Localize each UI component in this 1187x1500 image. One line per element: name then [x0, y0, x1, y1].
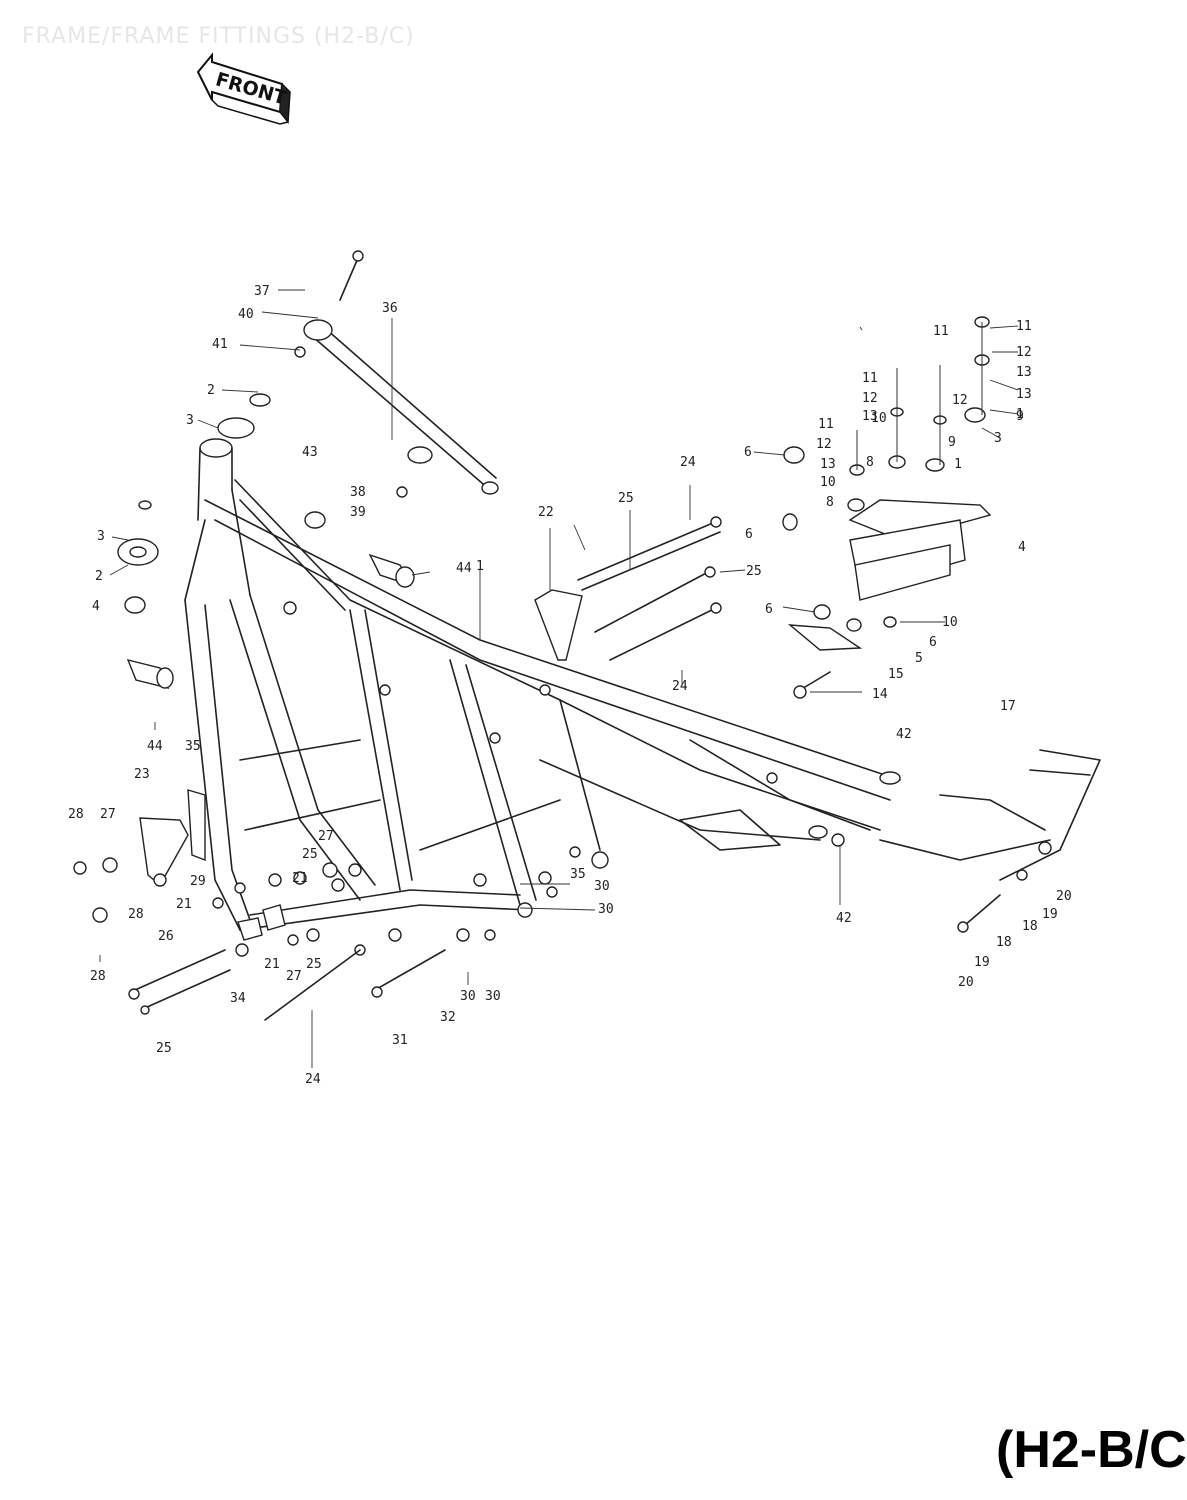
- callout-number: 22: [538, 505, 554, 520]
- callout-number: 11: [862, 371, 878, 386]
- callout-number: 42: [836, 911, 852, 926]
- callout-number: 17: [1000, 699, 1016, 714]
- callout-number: 10: [871, 411, 887, 426]
- callout-number: 11: [933, 324, 949, 339]
- callout-number: 11: [818, 417, 834, 432]
- callout-number: 34: [230, 991, 246, 1006]
- parts-diagram-page: FRAME/FRAME FITTINGS (H2-B/C) FRONT: [22, 24, 1187, 1479]
- callout-number: 23: [134, 767, 150, 782]
- rubber-bushings: [126, 511, 415, 690]
- callout-number: 12: [862, 391, 878, 406]
- callout-number: 21: [264, 957, 280, 972]
- callout-number: 4: [1018, 540, 1026, 555]
- callout-number: 12: [816, 437, 832, 452]
- callout-number: 12: [1016, 345, 1032, 360]
- callout-number: 41: [212, 337, 228, 352]
- callout-number: 31: [392, 1033, 408, 1048]
- callout-number: 6: [745, 527, 753, 542]
- callout-number: 10: [942, 615, 958, 630]
- callout-number: 1: [476, 559, 484, 574]
- callout-number: 10: [820, 475, 836, 490]
- callout-number: 27: [100, 807, 116, 822]
- rear-grab-rail: [879, 749, 1101, 933]
- callout-number: 44: [147, 739, 163, 754]
- mount-bolts: [534, 513, 798, 661]
- callout-number: 20: [1056, 889, 1072, 904]
- callout-number: 35: [570, 867, 586, 882]
- callout-number: 28: [90, 969, 106, 984]
- callout-number: 19: [974, 955, 990, 970]
- callout-number: 26: [158, 929, 174, 944]
- callout-number: 42: [896, 727, 912, 742]
- callout-number: 44: [456, 561, 472, 576]
- callout-number: 2: [207, 383, 215, 398]
- callout-number: 18: [1022, 919, 1038, 934]
- model-code: (H2-B/C: [996, 1421, 1187, 1479]
- front-arrow-icon: FRONT: [196, 52, 291, 125]
- callout-number: 13: [1016, 365, 1032, 380]
- callout-number: 14: [872, 687, 888, 702]
- callout-number: 13: [820, 457, 836, 472]
- callout-number: 19: [1042, 907, 1058, 922]
- callout-number: 30: [485, 989, 501, 1004]
- page-title: FRAME/FRAME FITTINGS (H2-B/C): [22, 24, 415, 49]
- callout-number: 30: [594, 879, 610, 894]
- callout-number: 8: [826, 495, 834, 510]
- callout-number: 28: [128, 907, 144, 922]
- callout-number: 28: [68, 807, 84, 822]
- callout-number: 3: [97, 529, 105, 544]
- callout-number: 3: [186, 413, 194, 428]
- callout-number: 32: [440, 1010, 456, 1025]
- callout-number: 18: [996, 935, 1012, 950]
- callout-number: 24: [305, 1072, 321, 1087]
- callout-number: 11: [1016, 319, 1032, 334]
- callout-number: 40: [238, 307, 254, 322]
- tank-mount-assembly: [783, 316, 992, 699]
- callout-number: 21: [176, 897, 192, 912]
- callout-number: 25: [746, 564, 762, 579]
- callout-number: 1: [1016, 407, 1024, 422]
- callout-number: 9: [948, 435, 956, 450]
- callout-number: 30: [598, 902, 614, 917]
- callout-number: 27: [318, 829, 334, 844]
- callout-number: 38: [350, 485, 366, 500]
- callout-number: 24: [672, 679, 688, 694]
- callout-number: 3: [994, 431, 1002, 446]
- callout-number: 1: [954, 457, 962, 472]
- upper-bracket-part: [294, 250, 499, 498]
- callout-number: 43: [302, 445, 318, 460]
- callout-number: 9: [1016, 409, 1024, 424]
- callout-number: 21: [292, 871, 308, 886]
- callout-number: 6: [744, 445, 752, 460]
- callout-number: 13: [1016, 387, 1032, 402]
- callout-number: 4: [92, 599, 100, 614]
- callout-number: 25: [302, 847, 318, 862]
- engine-mount-plates: [73, 789, 845, 1021]
- callout-number: 20: [958, 975, 974, 990]
- headstock-bearings: [117, 393, 271, 614]
- callout-number: 37: [254, 284, 270, 299]
- callout-number: 35: [185, 739, 201, 754]
- callout-number: 8: [866, 455, 874, 470]
- callout-number: 15: [888, 667, 904, 682]
- callout-number: 25: [618, 491, 634, 506]
- callout-number: 25: [306, 957, 322, 972]
- callout-number: 12: [952, 393, 968, 408]
- callout-number: 6: [929, 635, 937, 650]
- leader-lines: [99, 289, 1019, 1068]
- callout-number: 30: [460, 989, 476, 1004]
- callout-number: 36: [382, 301, 398, 316]
- callout-number: 24: [680, 455, 696, 470]
- frame-diagram: FRONT: [68, 52, 1101, 1087]
- callout-number: 2: [95, 569, 103, 584]
- callout-number: 39: [350, 505, 366, 520]
- callout-number: 29: [190, 874, 206, 889]
- callout-number: 6: [765, 602, 773, 617]
- callout-number: 13: [862, 409, 878, 424]
- callout-number: 27: [286, 969, 302, 984]
- callout-number: 5: [915, 651, 923, 666]
- callout-number: 25: [156, 1041, 172, 1056]
